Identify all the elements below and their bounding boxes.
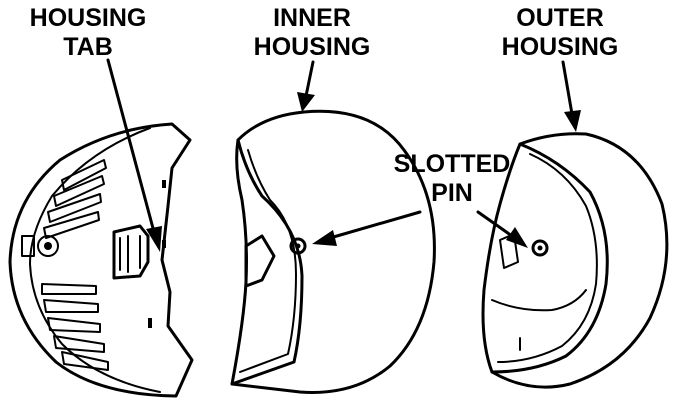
housing-tab-arrow [106, 58, 162, 252]
outer-housing-label: OUTER HOUSING [502, 4, 619, 61]
housing-tab [112, 224, 150, 280]
svg-text:HOUSING: HOUSING [30, 4, 147, 32]
svg-text:OUTER: OUTER [516, 4, 604, 32]
housing-tab-label: HOUSING TAB [30, 4, 147, 61]
svg-text:TAB: TAB [63, 33, 113, 61]
svg-text:HOUSING: HOUSING [502, 33, 619, 61]
vent-slots [41, 159, 109, 371]
outer-housing [481, 132, 669, 389]
svg-text:HOUSING: HOUSING [254, 33, 371, 61]
svg-text:SLOTTED: SLOTTED [394, 150, 511, 178]
inner-housing [230, 109, 436, 394]
inner-housing-label: INNER HOUSING [254, 4, 371, 61]
svg-text:INNER: INNER [273, 4, 351, 32]
screw-icon [37, 235, 59, 257]
svg-text:PIN: PIN [431, 179, 473, 207]
switch-housing-base [8, 122, 194, 398]
inner-housing-arrow [297, 60, 315, 112]
slotted-pin-arrow-left [312, 210, 422, 246]
slotted-pin-arrow-right [476, 210, 528, 248]
slotted-pin-hole-inner [289, 237, 307, 255]
outer-housing-arrow [561, 60, 581, 132]
slotted-pin-hole-outer [531, 239, 549, 257]
